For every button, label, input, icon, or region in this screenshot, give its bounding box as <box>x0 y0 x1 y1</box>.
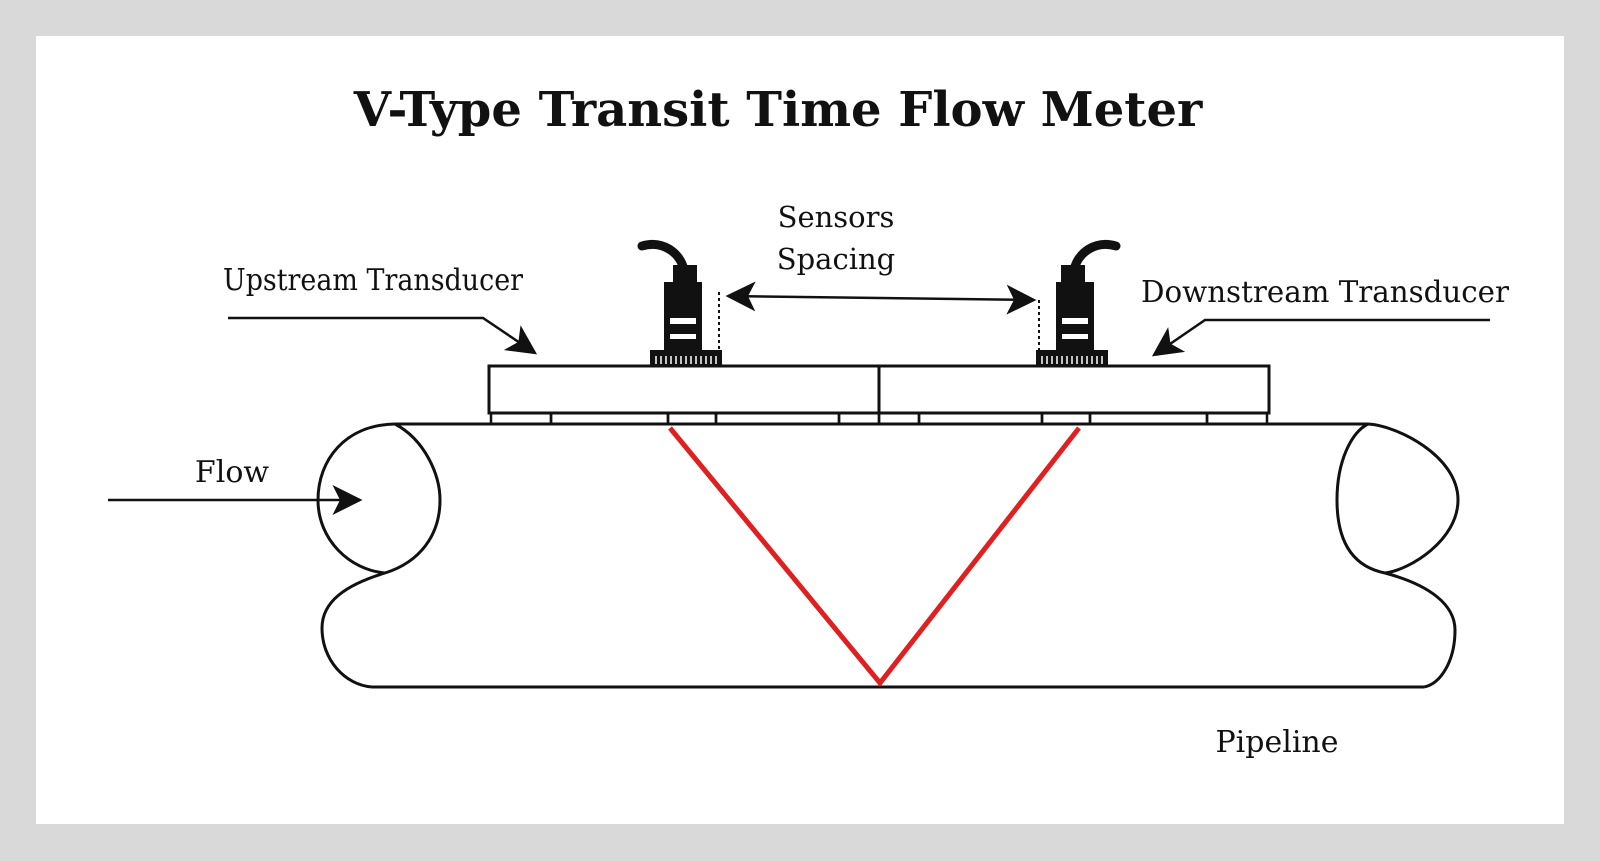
pipe-right-end <box>1384 571 1457 689</box>
upstream-leader-arrow <box>228 316 538 355</box>
diagram-panel <box>36 36 1564 824</box>
sensors-spacing-label-line2: Spacing <box>777 242 895 276</box>
sensor-spacing-arrow <box>725 281 1037 315</box>
pipeline <box>316 422 1460 689</box>
sensors-spacing-label-line1: Sensors <box>778 200 895 234</box>
downstream-transducer <box>1036 240 1121 366</box>
rail-left-segment <box>487 364 881 415</box>
ultrasonic-v-path <box>668 426 1081 687</box>
mounting-rail <box>487 364 1271 426</box>
rail-right-segment <box>877 364 1271 415</box>
pipe-left-end <box>316 422 396 689</box>
diagram-title: V-Type Transit Time Flow Meter <box>353 82 1203 138</box>
rail-feet <box>489 411 1269 426</box>
downstream-leader-arrow <box>1151 318 1490 357</box>
downstream-transducer-label: Downstream Transducer <box>1141 275 1510 310</box>
pipe-left-opening-right <box>384 422 442 575</box>
upstream-transducer <box>637 240 722 366</box>
upstream-transducer-label: Upstream Transducer <box>223 263 524 298</box>
flow-label: Flow <box>195 455 269 490</box>
pipe-right-opening <box>1335 422 1460 575</box>
pipeline-label: Pipeline <box>1215 725 1338 760</box>
